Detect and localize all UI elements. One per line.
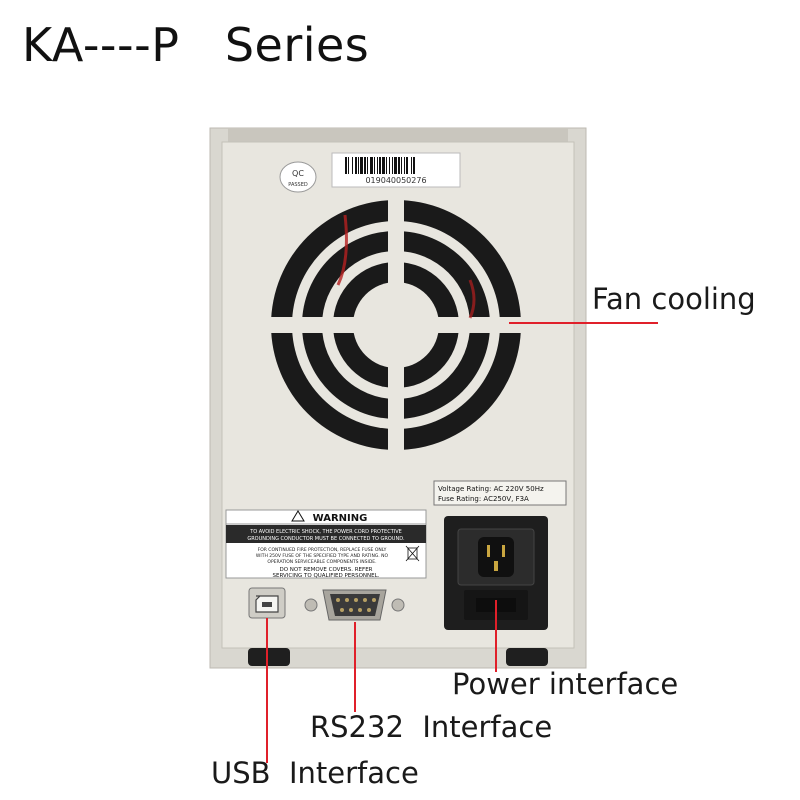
voltage-rating: Voltage Rating: AC 220V 50Hz <box>438 485 544 493</box>
warning-icon <box>291 510 305 522</box>
barcode <box>345 157 415 174</box>
case-top-shadow <box>228 128 568 142</box>
barcode-bar <box>367 157 368 174</box>
rating-sticker: Voltage Rating: AC 220V 50Hz Fuse Rating… <box>433 480 567 506</box>
barcode-bar <box>345 157 347 174</box>
warning-line-3: FOR CONTINUED FIRE PROTECTION, REPLACE F… <box>258 547 387 553</box>
fan-cooling-label: Fan cooling <box>592 282 756 316</box>
barcode-bar <box>364 157 366 174</box>
power-interface-label: Power interface <box>452 667 679 701</box>
barcode-bar <box>358 157 359 174</box>
barcode-bar <box>394 157 397 174</box>
fuse-rating: Fuse Rating: AC250V, F3A <box>438 495 529 503</box>
qc-label: QC <box>292 169 304 178</box>
left-foot <box>248 648 290 666</box>
serial-number: 019040050276 <box>365 176 426 185</box>
barcode-bar <box>406 157 408 174</box>
warning-line-7: SERVICING TO QUALIFIED PERSONNEL. <box>273 573 380 579</box>
rs232-interface-label: RS232 Interface <box>310 710 553 744</box>
warning-line-4: WITH 250V FUSE OF THE SPECIFIED TYPE AND… <box>256 553 389 559</box>
barcode-bar <box>389 157 390 174</box>
barcode-bar <box>401 157 402 174</box>
barcode-bar <box>413 157 415 174</box>
page-title: KA----P Series <box>22 18 370 72</box>
barcode-bar <box>392 157 393 174</box>
barcode-bar <box>404 157 405 174</box>
barcode-bar <box>398 157 400 174</box>
qc-passed: PASSED <box>288 182 308 188</box>
barcode-bar <box>386 157 387 174</box>
warning-line-2: GROUNDING CONDUCTOR MUST BE CONNECTED TO… <box>247 536 405 542</box>
barcode-bar <box>360 157 363 174</box>
barcode-bar <box>374 157 375 174</box>
rs232-port <box>304 589 405 621</box>
usb-interface-label: USB Interface <box>211 756 419 790</box>
weee-icon <box>407 547 418 560</box>
barcode-bar <box>355 157 357 174</box>
warning-line-6: DO NOT REMOVE COVERS. REFER <box>279 567 372 573</box>
barcode-bar <box>370 157 373 174</box>
barcode-bar <box>379 157 381 174</box>
barcode-bar <box>348 157 349 174</box>
qc-sticker: QC PASSED <box>279 161 317 193</box>
right-foot <box>506 648 548 666</box>
barcode-bar <box>352 157 353 174</box>
serial-label: 019040050276 <box>331 152 461 188</box>
barcode-bar <box>411 157 412 174</box>
warning-title: WARNING <box>313 513 368 524</box>
barcode-bar <box>377 157 378 174</box>
usb-port <box>248 587 286 619</box>
fan-grille <box>267 195 525 459</box>
warning-line-5: OPERATION SERVICEABLE COMPONENTS INSIDE. <box>267 559 376 565</box>
barcode-bar <box>382 157 385 174</box>
warning-line-1: TO AVOID ELECTRIC SHOCK, THE POWER CORD … <box>249 529 402 535</box>
warning-label: WARNING TO AVOID ELECTRIC SHOCK, THE POW… <box>225 509 427 579</box>
power-inlet <box>444 516 548 630</box>
